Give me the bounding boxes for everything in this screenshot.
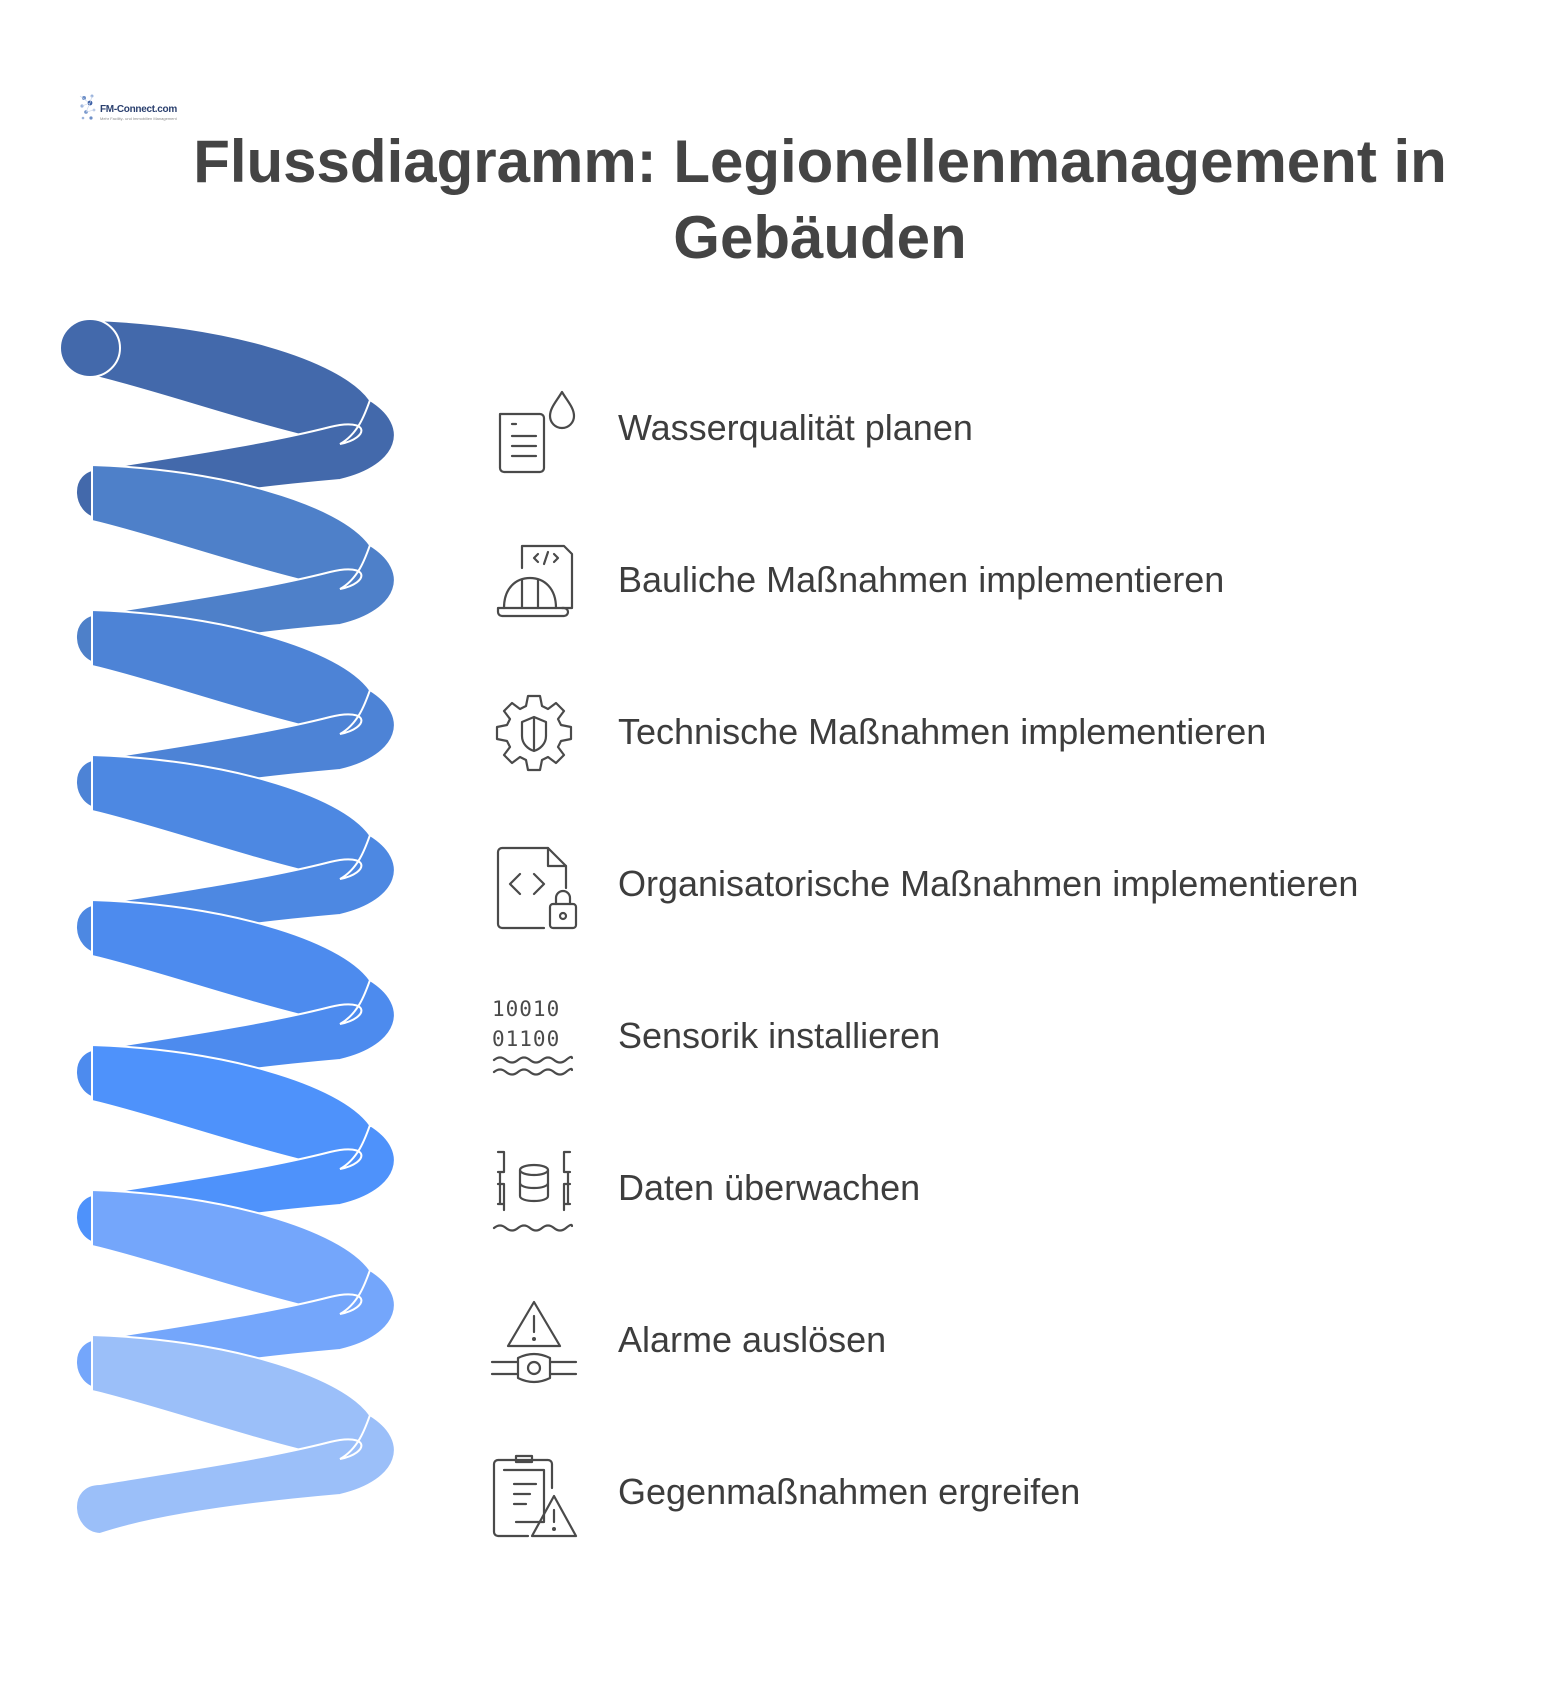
step-label-sensorik: Sensorik installieren [618,1015,941,1056]
step-label-gegenmassnahmen: Gegenmaßnahmen ergreifen [618,1471,1081,1512]
step-label-alarme: Alarme auslösen [618,1319,887,1360]
spiral-top-cap [59,320,121,378]
step-label-bauliche: Bauliche Maßnahmen implementieren [618,559,1225,600]
logo-wordmark: FM-Connect.com [100,104,177,115]
logo-mark-icon [79,94,96,120]
document-water-drop-icon [498,390,576,474]
binary-line-2: 01100 [492,1027,560,1051]
brand-logo: FM-Connect.com Mehr Facility- und Immobi… [78,92,177,128]
spiral-coil-front [75,1413,396,1536]
database-water-icon [492,1150,574,1232]
spiral-graphic [59,320,396,1536]
step-label-daten: Daten überwachen [618,1167,921,1208]
warning-valve-icon [490,1300,578,1384]
logo-tagline: Mehr Facility- und Immobilien Management [100,116,177,121]
step-label-technische: Technische Maßnahmen implementieren [618,711,1267,752]
gear-shield-icon [495,694,573,772]
page-title: Flussdiagramm: Legionellenmanagement in … [193,128,1447,271]
hard-hat-code-icon [496,544,574,618]
step-label-organisatorische: Organisatorische Maßnahmen implementiere… [618,863,1359,904]
step-label-wasserqualitaet: Wasserqualität planen [618,407,973,448]
binary-water-icon: 10010 01100 [492,997,574,1076]
binary-line-1: 10010 [492,997,560,1021]
clipboard-warning-icon [492,1454,578,1538]
code-file-lock-icon [496,846,578,930]
